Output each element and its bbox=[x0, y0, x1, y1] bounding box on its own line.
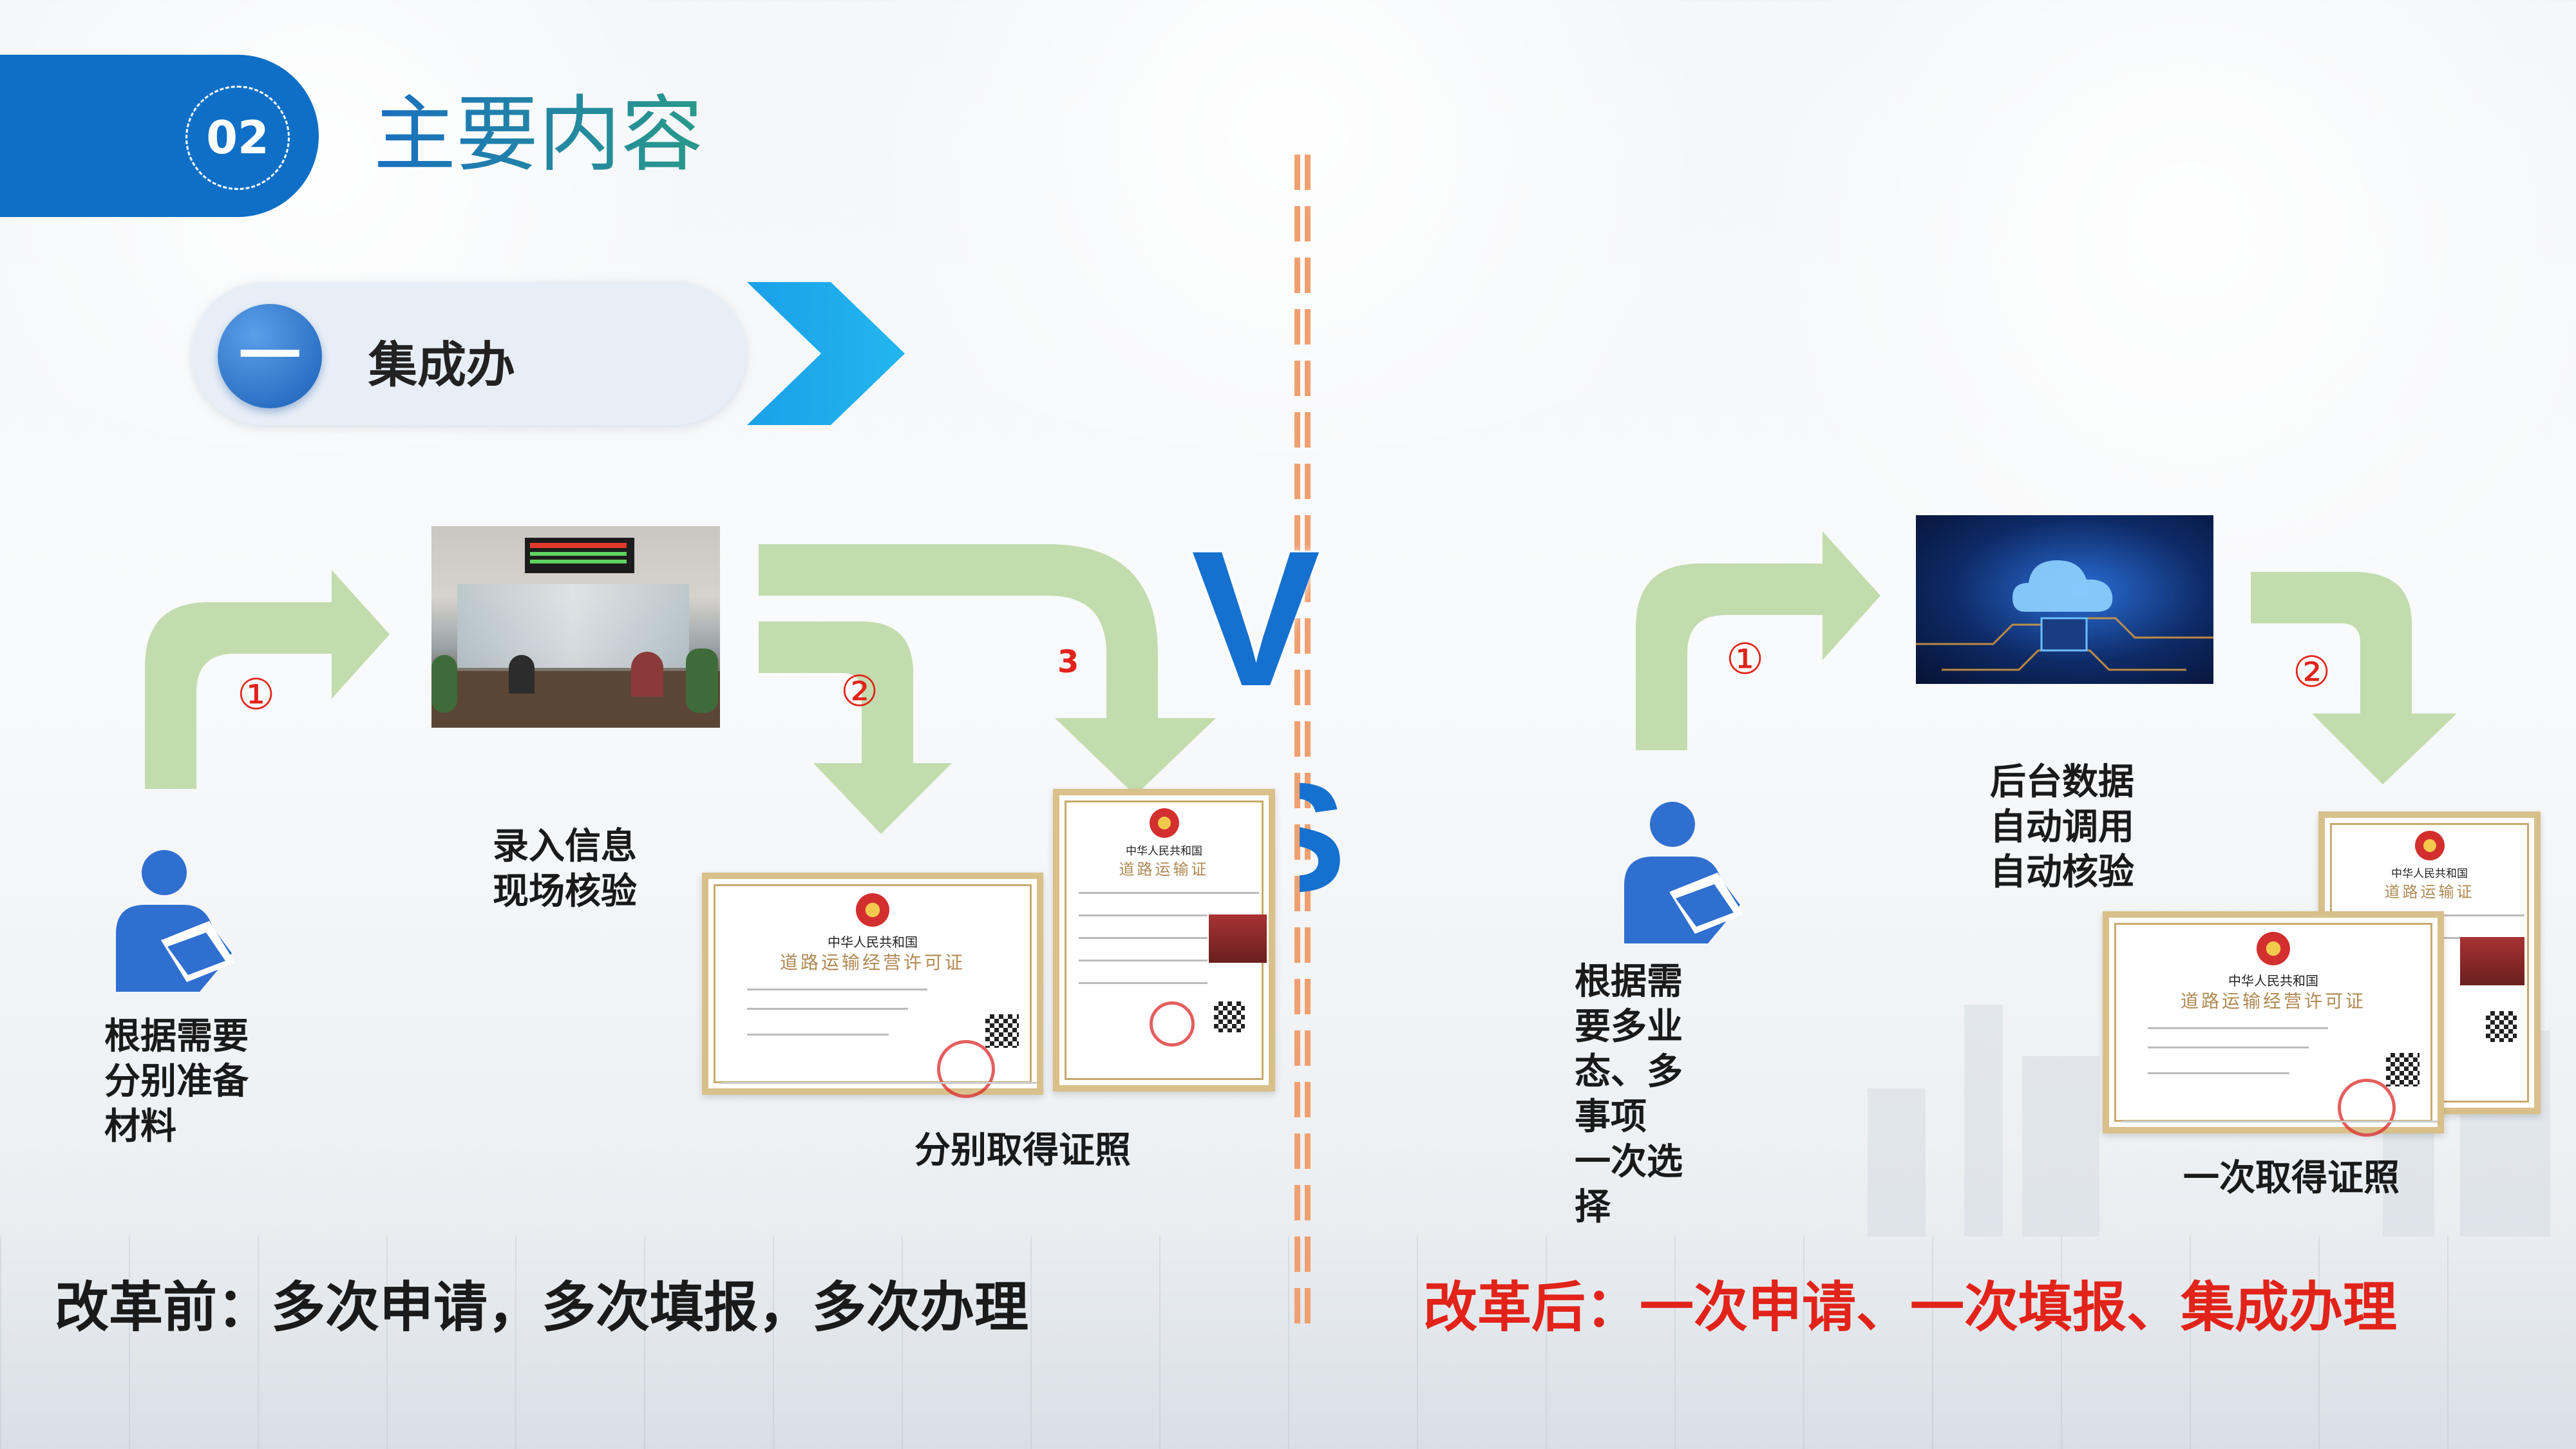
curved-arrow-icon bbox=[2251, 572, 2457, 784]
step-number: 3 bbox=[1057, 644, 1079, 680]
right-result-caption: 一次取得证照 bbox=[2183, 1157, 2400, 1199]
business-license-certificate: 中华人民共和国 道路运输经营许可证 bbox=[702, 873, 1043, 1098]
truck-photo bbox=[2460, 937, 2524, 985]
before-reform-summary: 改革前：多次申请，多次填报，多次办理 bbox=[55, 1276, 1029, 1339]
person-reading-icon bbox=[1624, 802, 1743, 943]
cloud-computing-image bbox=[1916, 515, 2213, 684]
plant bbox=[431, 655, 457, 713]
vs-letter-v: V bbox=[1191, 510, 1321, 726]
step-number: ① bbox=[1726, 634, 1765, 684]
chevron-right-icon bbox=[747, 282, 905, 425]
person-reading-icon bbox=[116, 850, 235, 992]
national-emblem-icon bbox=[1149, 808, 1179, 838]
national-emblem-icon bbox=[856, 893, 889, 927]
section-index-badge: 一 bbox=[218, 304, 322, 408]
service-hall-photo bbox=[431, 526, 720, 728]
plant bbox=[686, 649, 718, 713]
center-divider bbox=[1294, 155, 1300, 1340]
step-number: ① bbox=[237, 670, 276, 719]
qr-code-icon bbox=[2386, 1053, 2420, 1086]
official-seal-icon bbox=[1150, 1001, 1195, 1046]
led-display bbox=[525, 538, 634, 573]
transport-certificate: 中华人民共和国 道路运输证 bbox=[1053, 789, 1275, 1092]
curved-arrow-icon bbox=[759, 621, 952, 834]
truck-photo bbox=[1209, 914, 1267, 963]
vs-letter-s: S bbox=[1243, 751, 1347, 923]
official-seal-icon bbox=[937, 1040, 995, 1098]
national-emblem-icon bbox=[2414, 831, 2445, 860]
qr-code-icon bbox=[2486, 1011, 2517, 1042]
curved-arrow-icon bbox=[145, 570, 390, 789]
qr-code-icon bbox=[1214, 1001, 1245, 1032]
left-result-caption: 分别取得证照 bbox=[914, 1130, 1131, 1171]
person-silhouette bbox=[631, 652, 663, 697]
person-silhouette bbox=[509, 655, 535, 694]
curved-arrow-icon bbox=[759, 544, 1216, 795]
right-person-caption: 根据需 要多业 态、多 事项 一次选 择 bbox=[1575, 961, 1683, 1228]
background-cloud bbox=[773, 0, 1803, 451]
step-number: ② bbox=[2293, 647, 2331, 697]
left-person-caption: 根据需要 分别准备 材料 bbox=[104, 1016, 249, 1148]
business-license-certificate: 中华人民共和国 道路运输经营许可证 bbox=[2103, 911, 2444, 1137]
section-label: 集成办 bbox=[368, 336, 515, 393]
page-title: 主要内容 bbox=[374, 87, 704, 183]
curved-arrow-icon bbox=[1636, 531, 1880, 750]
center-divider bbox=[1305, 155, 1311, 1340]
photo-caption: 录入信息 现场核验 bbox=[493, 826, 637, 913]
step-number: ② bbox=[840, 667, 879, 716]
official-seal-icon bbox=[2338, 1079, 2396, 1137]
cloud-chip-icon bbox=[1916, 560, 2213, 671]
after-reform-summary: 改革后：一次申请、一次填报、集成办理 bbox=[1423, 1276, 2398, 1339]
national-emblem-icon bbox=[2257, 932, 2290, 965]
background-floor bbox=[0, 1236, 2576, 1449]
backend-caption: 后台数据 自动调用 自动核验 bbox=[1990, 761, 2134, 893]
section-number-badge: 02 bbox=[185, 86, 290, 190]
counter-desk bbox=[431, 671, 720, 728]
qr-code-icon bbox=[985, 1014, 1019, 1048]
background-cloud bbox=[1674, 0, 2576, 580]
